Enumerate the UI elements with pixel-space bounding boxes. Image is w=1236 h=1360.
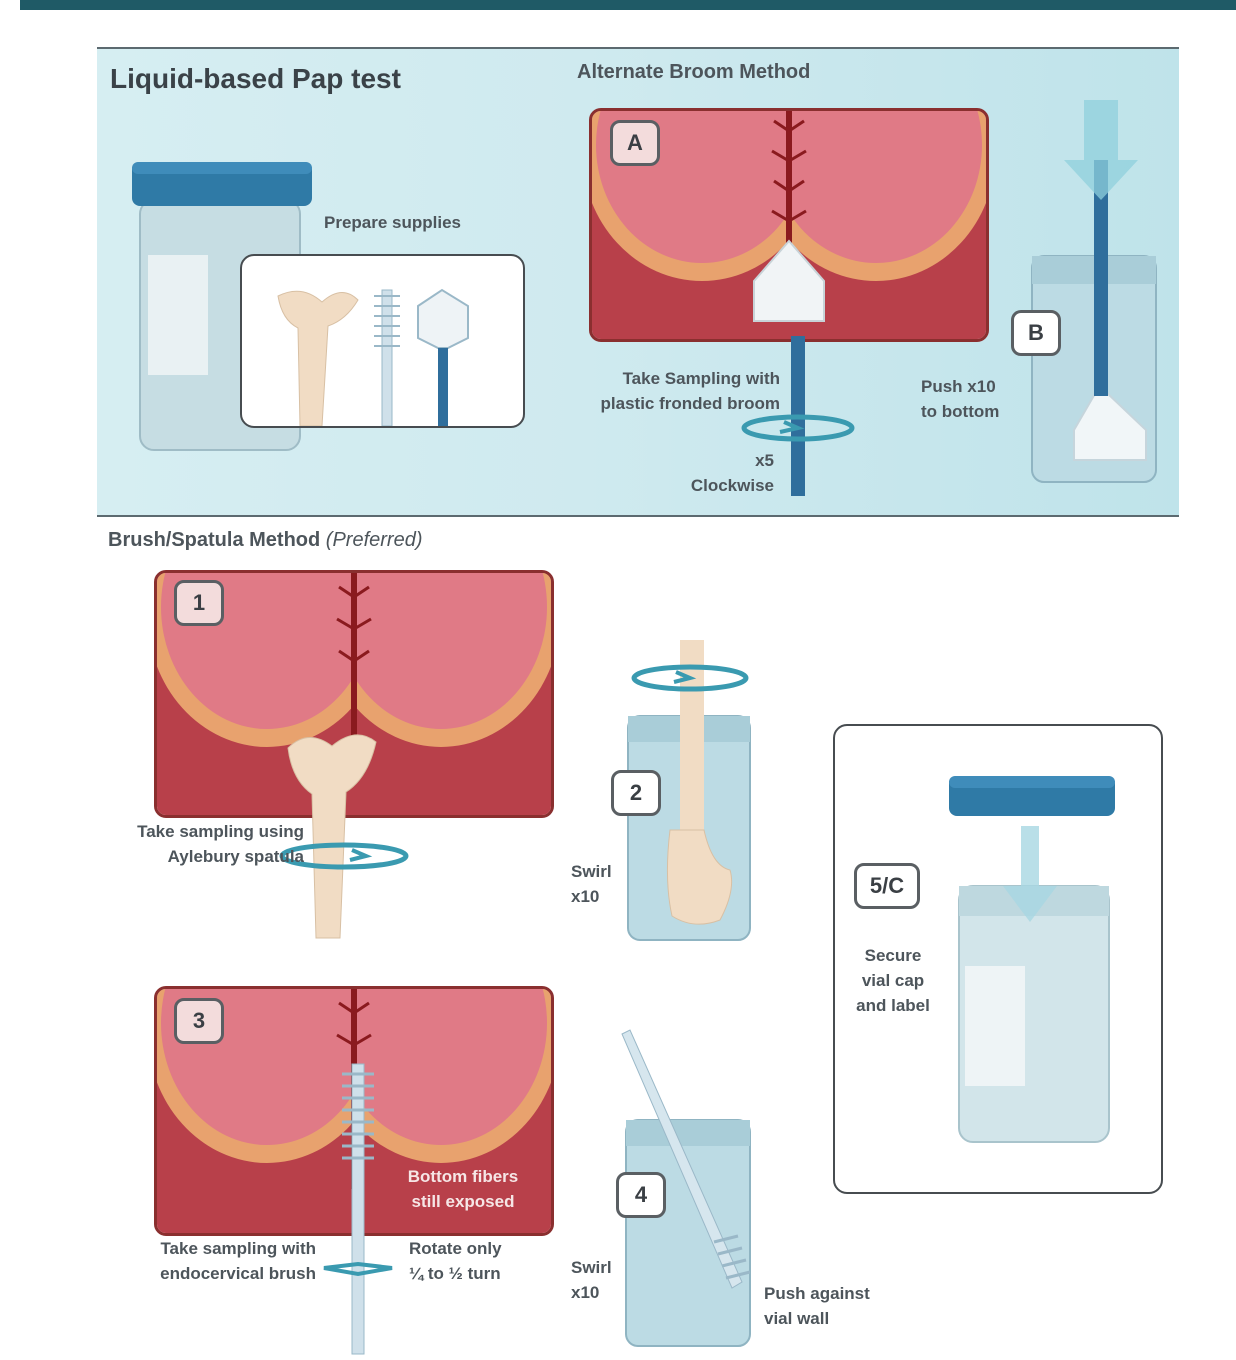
step-3-rotate-line2: ¼ to ½ turn — [409, 1261, 502, 1286]
spatula-icon — [278, 291, 358, 426]
broom-method-heading: Alternate Broom Method — [577, 60, 810, 85]
step-a-direction: Clockwise — [660, 473, 774, 498]
supplies-box — [240, 254, 525, 428]
step-badge-2: 2 — [611, 770, 661, 816]
step-2-line1: Swirl — [571, 859, 612, 884]
prepare-supplies-label: Prepare supplies — [324, 210, 461, 235]
heading-note: (Preferred) — [326, 529, 423, 551]
step-3-instruction: Take sampling with endocervical brush — [100, 1236, 316, 1286]
page-title: Liquid-based Pap test — [110, 63, 401, 95]
step-5-line2: vial cap — [838, 968, 948, 993]
brush-icon — [382, 290, 392, 426]
step-1-instruction: Take sampling using Aylebury spatula — [80, 819, 304, 869]
endocervical-brush — [318, 1064, 398, 1354]
step-4-push-line1: Push against — [764, 1281, 870, 1306]
supplies-illustration — [242, 256, 523, 426]
step-badge-5c: 5/C — [854, 863, 920, 909]
top-accent-bar — [20, 0, 1236, 10]
step-3-rotate-note: Rotate only ¼ to ½ turn — [409, 1236, 502, 1286]
step-b-line1: Push x10 — [921, 374, 999, 399]
step-badge-a: A — [610, 120, 660, 166]
step-2-line2: x10 — [571, 884, 612, 909]
step-3-rotate-line1: Rotate only — [409, 1236, 502, 1261]
vial-b-illustration — [1026, 100, 1166, 490]
heading-text: Brush/Spatula Method — [108, 529, 320, 551]
step-4-line2: x10 — [571, 1280, 612, 1305]
step-b-instruction: Push x10 to bottom — [921, 374, 999, 424]
step-4-push-line2: vial wall — [764, 1306, 870, 1331]
push-down-arrow-icon — [1064, 100, 1138, 200]
step-a-times: x5 — [660, 448, 774, 473]
step-a-instruction: Take Sampling with plastic fronded broom — [560, 366, 780, 416]
top-divider — [97, 47, 1179, 49]
step-5-instruction: Secure vial cap and label — [838, 943, 948, 1018]
step-4-line1: Swirl — [571, 1255, 612, 1280]
step-4-instruction: Swirl x10 — [571, 1255, 612, 1305]
brush-spatula-heading: Brush/Spatula Method (Preferred) — [108, 528, 423, 553]
middle-divider — [97, 515, 1179, 517]
step-badge-4: 4 — [616, 1172, 666, 1218]
step-badge-3: 3 — [174, 998, 224, 1044]
step-3-note: Bottom fibers still exposed — [398, 1164, 528, 1214]
step-a-line1: Take Sampling with — [560, 366, 780, 391]
step-1-line1: Take sampling using — [80, 819, 304, 844]
step-3-line2: endocervical brush — [100, 1261, 316, 1286]
step-a-count: x5 Clockwise — [660, 448, 774, 498]
step-b-line2: to bottom — [921, 399, 999, 424]
step-3-line1: Take sampling with — [100, 1236, 316, 1261]
step-5-line3: and label — [838, 993, 948, 1018]
step-4-push-note: Push against vial wall — [764, 1281, 870, 1331]
step-3-note-line1: Bottom fibers — [398, 1164, 528, 1189]
step-a-line2: plastic fronded broom — [560, 391, 780, 416]
step-5-line1: Secure — [838, 943, 948, 968]
broom-icon — [418, 290, 468, 348]
step-1-line2: Aylebury spatula — [80, 844, 304, 869]
step-badge-b: B — [1011, 310, 1061, 356]
step-3-note-line2: still exposed — [398, 1189, 528, 1214]
step-badge-1: 1 — [174, 580, 224, 626]
step-2-instruction: Swirl x10 — [571, 859, 612, 909]
